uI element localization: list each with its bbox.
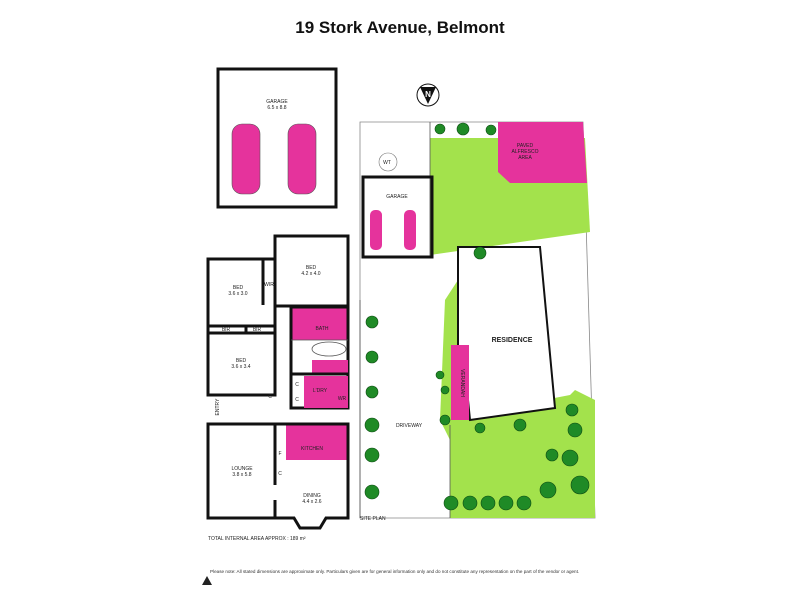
page-title: 19 Stork Avenue, Belmont — [295, 18, 505, 37]
verandah-label: VERANDAH — [459, 369, 465, 397]
bed-main-label: BED — [306, 265, 317, 271]
bed-main-size: 4.2 x 4.0 — [301, 271, 320, 277]
lounge-label: LOUNGE — [231, 466, 253, 472]
living-wing: LOUNGE 3.8 x 5.8 KITCHEN DINING 4.4 x 2.… — [206, 422, 350, 530]
wir-label: WIR — [264, 282, 274, 288]
dining-size: 4.4 x 2.6 — [302, 499, 321, 505]
bed-2-size: 3.6 x 3.0 — [228, 291, 247, 297]
garage-label: GARAGE — [266, 99, 288, 105]
bir-label: BIR — [253, 327, 262, 333]
residence-label: RESIDENCE — [492, 337, 533, 344]
water-tank-label: WT — [383, 160, 391, 166]
laundry-label: L'DRY — [313, 388, 328, 394]
bedroom-wing: BED 4.2 x 4.0 BED 3.6 x 3.0 WIR BIR BIR … — [206, 234, 350, 416]
bath-label: BATH — [316, 326, 329, 332]
total-area: TOTAL INTERNAL AREA APPROX : 189 m² — [208, 536, 306, 542]
logo-icon — [202, 576, 212, 585]
lounge-size: 3.8 x 5.8 — [232, 472, 251, 478]
cupboard-label: C — [295, 382, 299, 388]
entry-label: ENTRY — [215, 398, 221, 416]
driveway-label: DRIVEWAY — [396, 423, 423, 429]
alfresco-label: PAVED — [517, 143, 534, 149]
cupboard-label: C — [278, 471, 282, 477]
north-arrow-icon: N — [416, 83, 440, 107]
car-icon — [370, 210, 382, 250]
dining-label: DINING — [303, 493, 321, 499]
kitchen-label: KITCHEN — [301, 446, 323, 452]
north-label: N — [425, 90, 431, 99]
cupboard-label: C — [295, 397, 299, 403]
water-tank-icon — [378, 152, 398, 172]
bir-label: BIR — [222, 327, 231, 333]
garage-size: 6.5 x 8.8 — [267, 105, 286, 111]
garage-plan: GARAGE 6.5 x 8.8 — [216, 67, 338, 209]
fridge-label: F — [278, 451, 281, 457]
bed-3-size: 3.6 x 3.4 — [231, 364, 250, 370]
disclaimer: Please note: All stated dimensions are a… — [210, 569, 580, 574]
alfresco-label: ALFRESCO — [512, 149, 539, 155]
site-garage-label: GARAGE — [386, 194, 408, 200]
laundry-wr-label: WR — [338, 396, 347, 402]
car-icon — [404, 210, 416, 250]
bed-3-label: BED — [236, 358, 247, 364]
bed-2-label: BED — [233, 285, 244, 291]
tree-icons — [364, 122, 590, 511]
site-plan-label: SITE PLAN — [360, 516, 386, 522]
cupboard-label: C — [268, 394, 272, 400]
alfresco-label: AREA — [518, 155, 532, 161]
car-icon — [231, 123, 261, 195]
car-icon — [287, 123, 317, 195]
site-plan: WT GARAGE PAVED ALFRESCO AREA RESIDENCE … — [359, 83, 596, 519]
